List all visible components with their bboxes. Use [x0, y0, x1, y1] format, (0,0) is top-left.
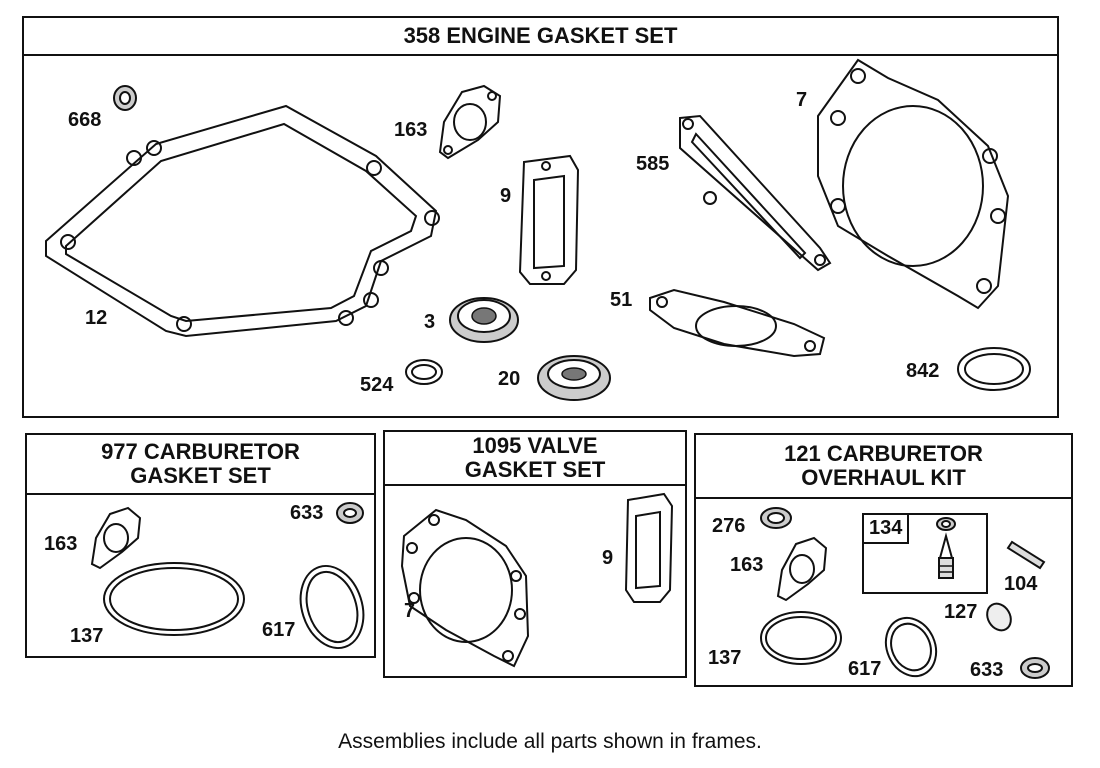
part-668-washer — [113, 85, 137, 111]
valve-gasket-set-title-line2: GASKET SET — [464, 457, 606, 482]
label-7-frame3: 7 — [404, 600, 416, 622]
carburetor-overhaul-kit-title-line1: 121 CARBURETOR — [784, 441, 983, 466]
carburetor-gasket-set-title-line1: 977 CARBURETOR — [101, 439, 300, 464]
part-134-inlet-needle — [936, 517, 956, 579]
label-9-engine: 9 — [500, 185, 512, 207]
label-3: 3 — [424, 311, 436, 333]
label-617-frame4: 617 — [848, 658, 882, 680]
label-104: 104 — [1004, 573, 1038, 595]
label-668: 668 — [68, 109, 102, 131]
part-9-valve-cover-gasket — [518, 154, 580, 285]
carburetor-overhaul-kit-title-line2: OVERHAUL KIT — [801, 465, 966, 490]
label-585: 585 — [636, 153, 670, 175]
part-7-cylinder-head-gasket — [817, 58, 1010, 310]
engine-gasket-set-title: 358 ENGINE GASKET SET — [24, 18, 1057, 56]
label-9-frame3: 9 — [602, 547, 614, 569]
part-137-float-bowl-gasket — [103, 562, 245, 636]
engine-gasket-set-title-text: 358 ENGINE GASKET SET — [403, 23, 678, 48]
valve-gasket-set-title: 1095 VALVE GASKET SET — [385, 432, 685, 486]
part-20-oil-seal — [537, 355, 611, 401]
label-20: 20 — [498, 368, 521, 390]
part-617-gasket-frame2 — [299, 564, 365, 650]
label-163-engine: 163 — [394, 119, 428, 141]
part-104-shaft — [1006, 540, 1046, 570]
label-524: 524 — [360, 374, 394, 396]
label-12: 12 — [85, 307, 108, 329]
carburetor-gasket-set-title: 977 CARBURETOR GASKET SET — [27, 435, 374, 495]
footer-note: Assemblies include all parts shown in fr… — [338, 730, 762, 753]
part-12-crankcase-gasket — [45, 104, 440, 338]
label-633-frame4: 633 — [970, 659, 1004, 681]
part-617-gasket-frame4 — [884, 616, 938, 678]
part-163-gasket-frame4 — [776, 536, 828, 602]
part-633-washer-frame4 — [1020, 657, 1050, 679]
label-127: 127 — [944, 601, 978, 623]
part-51-exhaust-gasket — [649, 288, 826, 358]
carburetor-overhaul-kit-title: 121 CARBURETOR OVERHAUL KIT — [696, 435, 1071, 499]
label-842: 842 — [906, 360, 940, 382]
part-3-oil-seal — [449, 297, 519, 343]
part-585-breather-gasket — [679, 114, 832, 272]
carburetor-gasket-set-title-line2: GASKET SET — [130, 463, 271, 488]
subframe-134: 134 — [862, 513, 988, 594]
part-9-valve-cover-gasket-frame3 — [624, 492, 674, 603]
subframe-134-title: 134 — [864, 515, 910, 544]
part-163-gasket — [438, 84, 502, 160]
label-137-frame2: 137 — [70, 625, 104, 647]
valve-gasket-set-title-line1: 1095 VALVE — [472, 433, 598, 458]
label-633-frame2: 633 — [290, 502, 324, 524]
label-617-frame2: 617 — [262, 619, 296, 641]
part-633-washer-frame2 — [336, 502, 364, 524]
part-842-o-ring — [957, 347, 1031, 391]
part-276-washer — [760, 507, 792, 529]
label-276: 276 — [712, 515, 746, 537]
part-7-head-gasket-frame3 — [400, 508, 530, 668]
part-127-plug — [986, 602, 1012, 632]
label-7-engine: 7 — [796, 89, 808, 111]
carburetor-gasket-set-frame: 977 CARBURETOR GASKET SET — [25, 433, 376, 658]
label-163-frame4: 163 — [730, 554, 764, 576]
part-163-gasket-frame2 — [90, 506, 142, 570]
label-51: 51 — [610, 289, 633, 311]
part-137-gasket-frame4 — [760, 611, 842, 665]
label-137-frame4: 137 — [708, 647, 742, 669]
label-163-frame2: 163 — [44, 533, 78, 555]
engine-gasket-set-frame: 358 ENGINE GASKET SET — [22, 16, 1059, 418]
part-524-o-ring — [405, 359, 443, 385]
carburetor-overhaul-kit-frame: 121 CARBURETOR OVERHAUL KIT — [694, 433, 1073, 687]
